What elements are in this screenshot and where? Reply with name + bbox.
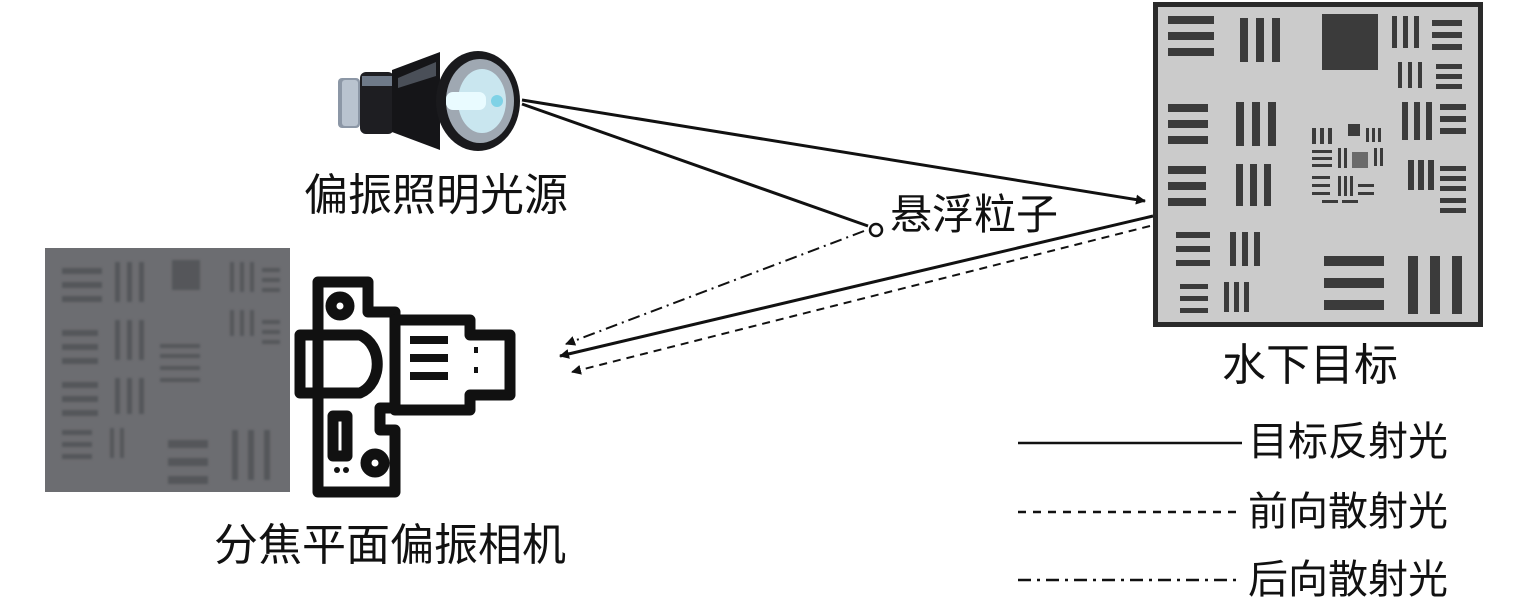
camera-label: 分焦平面偏振相机	[214, 520, 566, 571]
particle-label: 悬浮粒子	[890, 190, 1059, 239]
legend-lines	[1018, 441, 1242, 582]
light-source-label: 偏振照明光源	[304, 170, 568, 221]
legend-label-forward-scatter: 前向散射光	[1248, 489, 1448, 535]
camera-icon	[294, 276, 516, 498]
underwater-target-image	[1153, 2, 1483, 327]
particle-dot	[868, 222, 884, 238]
camera-dots	[334, 467, 349, 473]
light-rays	[521, 98, 1154, 375]
legend-label-backscatter: 后向散射光	[1248, 557, 1448, 603]
target-label: 水下目标	[1222, 340, 1398, 391]
flashlight-icon	[338, 51, 520, 151]
captured-target-image	[45, 248, 290, 492]
legend-label-reflected: 目标反射光	[1248, 419, 1448, 465]
